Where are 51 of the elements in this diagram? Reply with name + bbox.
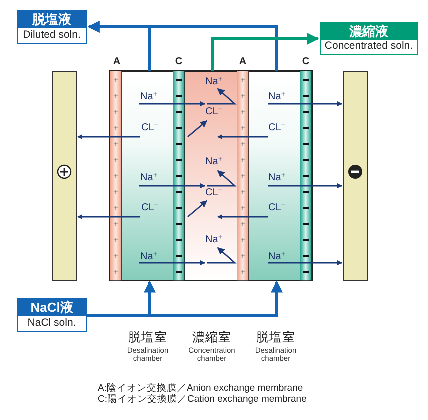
membrane-letter: C [175, 56, 183, 68]
ion-migration-arrow [268, 101, 342, 107]
solution-label-box [17, 10, 87, 44]
ion-migration-arrow [139, 260, 206, 266]
solution-label-box [320, 22, 418, 55]
ion-migration-arrow [268, 183, 342, 189]
solution-heading: 脱塩液 [18, 11, 86, 28]
ion-label: Na$^{+}$ [268, 92, 286, 102]
ion-label: CL$^{−}$ [142, 122, 158, 134]
ion-label: Na$^{+}$ [268, 252, 286, 262]
ion-label: Na$^{+}$ [206, 234, 222, 246]
membrane-letter: C [302, 56, 310, 68]
ion-label: Na$^{+}$ [268, 172, 286, 184]
ion-migration-arrow [218, 134, 268, 140]
chamber-title: 脱塩室 [128, 330, 168, 346]
ion-label: CL$^{−}$ [142, 202, 158, 214]
solution-heading: 濃縮液 [321, 23, 417, 40]
solution-heading: NaCl液 [18, 299, 86, 316]
ion-migration-arrow [218, 214, 268, 220]
note-text: A:陰イオン交換膜／Anion exchange membrane [98, 382, 304, 394]
solution-label-box [17, 298, 87, 332]
chamber-compartment [249, 71, 300, 281]
ion-label: CL$^{−}$ [206, 188, 222, 198]
solution-caption: Concentrated soln. [324, 39, 414, 54]
membrane-letter: A [113, 56, 121, 68]
ion-label: Na$^{+}$ [140, 252, 158, 262]
chamber-title: 濃縮室 [192, 330, 232, 346]
chamber-title: 脱塩室 [256, 330, 296, 346]
ion-label: Na$^{+}$ [206, 76, 222, 88]
ion-migration-arrow [139, 183, 206, 189]
flow-pipe-arrow [88, 21, 278, 71]
ion-migration-arrow [139, 101, 206, 107]
ion-label: Na$^{+}$ [140, 172, 158, 184]
ion-label: Na$^{+}$ [206, 156, 222, 168]
ion-migration-arrow [78, 214, 140, 220]
chamber-compartment [122, 71, 173, 281]
ion-label: CL$^{−}$ [206, 106, 222, 118]
electrode-plate [52, 71, 77, 281]
electrode-plate [343, 71, 368, 281]
note-text: C:陽イオン交換膜／Cation exchange membrane [98, 393, 307, 406]
solution-caption: NaCl soln. [26, 316, 78, 331]
flow-pipe-arrow [86, 280, 283, 318]
ion-migration-arrow [268, 260, 342, 266]
solution-caption: Diluted soln. [22, 28, 82, 43]
flow-pipe-arrow [212, 33, 320, 71]
chamber-compartment [185, 71, 237, 281]
ion-migration-arrow [78, 134, 140, 140]
ion-label: CL$^{−}$ [268, 122, 286, 134]
ion-label: Na$^{+}$ [140, 92, 158, 102]
membrane-letter: A [239, 56, 247, 68]
ion-label: CL$^{−}$ [268, 202, 286, 214]
